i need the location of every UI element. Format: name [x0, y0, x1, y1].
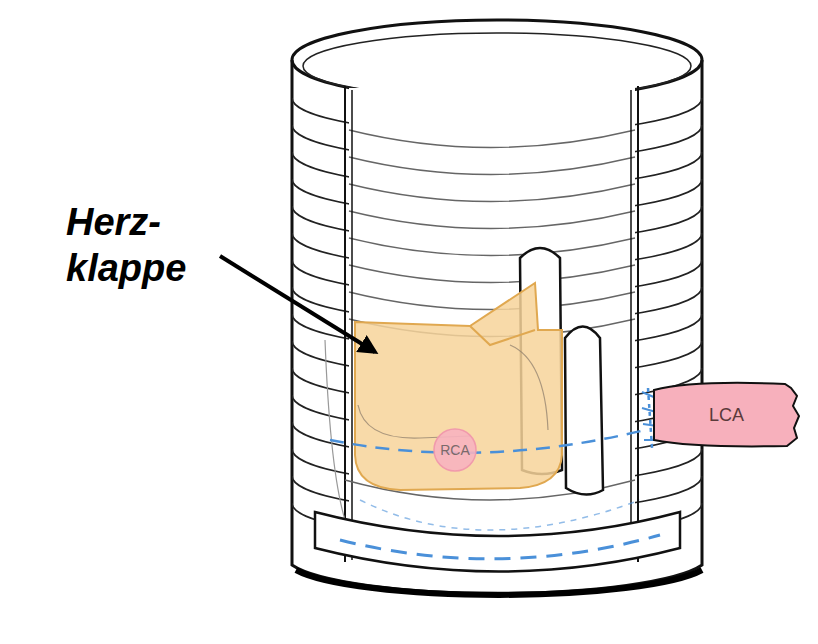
part-label: Herz- klappe [66, 200, 226, 291]
coronary-artery-outline [654, 383, 799, 447]
node-label: RCA [440, 442, 470, 458]
coronary-artery: LCA [654, 380, 799, 450]
coronary-button: RCA [433, 428, 477, 472]
coronary-button-outline [434, 429, 476, 471]
node-label: LCA [709, 405, 744, 426]
